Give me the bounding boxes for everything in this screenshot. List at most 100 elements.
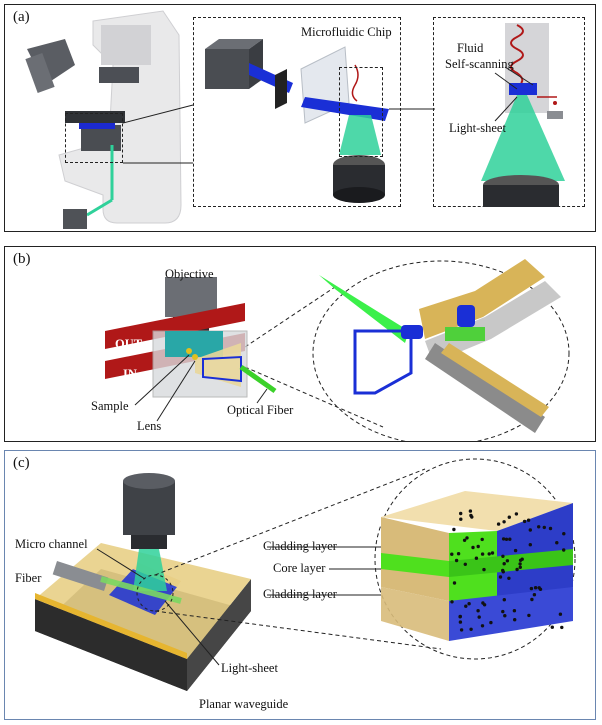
particle-dot [503,614,507,618]
cladding-top-label: Cladding layer [263,539,337,553]
light-sheet-c-label: Light-sheet [221,661,278,675]
particle-dot [502,598,506,602]
particle-dot [507,576,511,580]
panel-a-label: (a) [13,9,30,25]
particle-dot [501,568,505,573]
out-label: OUT [115,337,143,351]
panel-c-illustration [35,458,576,691]
particle-dot [515,567,519,572]
particle-dot [529,586,534,591]
objective-label: Objective [165,267,214,281]
panel-a-arrows [494,66,534,122]
particle-dot [507,515,511,519]
particle-dot [528,528,532,532]
particle-dot [459,511,463,516]
particle-dot [459,628,464,632]
particle-dot [474,556,479,560]
sample-label: Sample [91,399,129,413]
particle-dot [459,517,463,521]
particle-dot [548,526,553,531]
particle-dot [502,562,506,566]
particle-dot [465,536,469,540]
core-layer-label: Core layer [273,561,326,575]
particle-dot [501,554,505,558]
particle-dot [520,557,524,561]
particle-dot [476,609,480,613]
particle-dot [471,545,475,550]
particle-dot [467,602,471,606]
particle-dot [482,567,486,572]
particle-dot [468,509,473,513]
particle-dot [476,544,480,549]
particle-dot [528,543,532,547]
particle-dot [530,597,534,602]
microfluidic-chip-label: Microfluidic Chip [301,25,392,39]
fiber-label: Fiber [15,571,42,585]
particle-dot [505,559,510,563]
particle-dot [452,527,456,532]
particle-dot [514,512,519,516]
particle-dot [562,532,566,536]
lens-label: Lens [137,419,162,433]
particle-dot [498,575,503,579]
panel-b-illustration [105,259,570,441]
particle-dot [458,620,463,624]
panel-c-label: (c) [13,455,30,471]
particle-dot [526,518,531,522]
panel-b-leaders [134,354,268,422]
particle-dot [508,537,512,541]
particle-dot [489,620,493,625]
particle-dot [550,625,554,629]
panel-a: (a) [4,4,596,232]
zoom-lines-a [122,104,194,164]
particle-dot [537,586,541,590]
particle-dot [537,525,541,529]
particle-dot [463,562,467,566]
particle-dot [501,609,505,614]
particle-dot [469,627,473,631]
particle-dot [558,612,563,616]
particle-dot [487,552,491,556]
particle-dot [456,552,461,556]
particle-dot [518,565,522,569]
light-sheet-illustration [481,23,565,207]
zoom-box-small [65,113,123,163]
particle-dot [481,601,485,605]
particles [450,509,566,632]
particle-dot [480,537,484,542]
microscope [25,10,182,229]
panel-b-label: (b) [13,251,31,267]
particle-dot [560,625,564,630]
chip-zoom-box [193,17,401,207]
particle-dot [504,537,509,541]
particle-dot [469,513,473,518]
chip-inner-box [339,67,383,157]
particle-dot [464,604,468,608]
panel-a-illustration [25,10,182,229]
particle-dot [522,519,527,524]
planar-waveguide-label: Planar waveguide [199,697,289,711]
particle-dot [542,525,546,530]
panel-c: (c) Micro channel Fiber Su [4,450,596,720]
self-scanning-label: Self-scanning [445,57,514,71]
light-sheet-label: Light-sheet [449,121,506,135]
in-label: IN [123,367,137,381]
particle-dot [513,548,518,553]
particle-dot [477,615,481,619]
particle-dot [555,541,559,545]
particle-dot [450,600,454,604]
particle-dot [533,586,538,590]
fluid-label: Fluid [457,41,484,55]
particle-dot [452,581,457,585]
particle-dot [518,562,522,566]
particle-dot [532,593,537,597]
optical-fiber-label: Optical Fiber [227,403,294,417]
particle-dot [512,609,517,613]
particle-dot [527,613,531,618]
panel-b: (b) Objective OUT IN Sample Lens Optical… [4,246,596,442]
particle-dot [501,537,506,541]
panel-c-leaders [96,546,381,666]
particle-dot [450,552,454,556]
particle-dot [458,615,462,619]
particle-dot [496,522,501,526]
